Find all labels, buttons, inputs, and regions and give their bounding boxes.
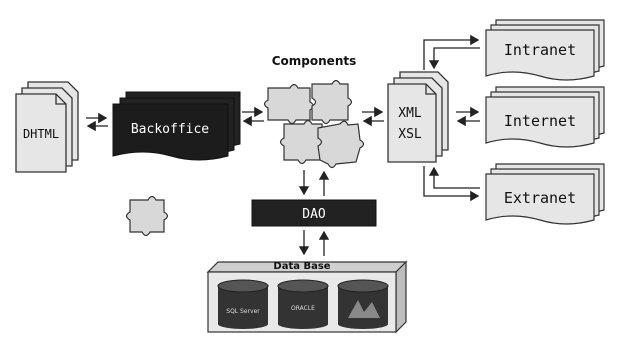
extranet-stack: Extranet: [485, 163, 605, 225]
dhtml-doc-stack: DHTML: [15, 81, 79, 173]
components-label: Components: [272, 54, 357, 68]
dao-bar: DAO: [251, 199, 377, 227]
arrow-intranet-to-xml: [428, 47, 480, 70]
xsl-label: XSL: [398, 127, 422, 142]
dao-label: DAO: [302, 207, 326, 222]
backoffice-label: Backoffice: [131, 122, 209, 137]
xml-xsl-doc-stack: XML XSL: [387, 71, 449, 163]
access-cylinder: [337, 279, 389, 329]
internet-label: Internet: [504, 112, 576, 130]
arrow-extranet-to-xml: [428, 166, 480, 189]
database-label: Data Base: [273, 261, 330, 272]
dhtml-label: DHTML: [23, 127, 59, 141]
sqlserver-cylinder: SQL Server: [217, 279, 269, 329]
puzzle-piece-1: [263, 83, 315, 125]
puzzle-piece-4: [317, 120, 365, 169]
oracle-logo: ORACLE: [291, 305, 315, 312]
sqlserver-logo: SQL Server: [226, 308, 260, 315]
intranet-label: Intranet: [504, 41, 576, 59]
puzzle-piece-2: [311, 79, 353, 125]
puzzle-piece-3: [279, 119, 327, 165]
database-box: Data Base SQL Server ORACLE: [206, 260, 408, 334]
standalone-puzzle-piece: [125, 195, 169, 237]
access-key-icon: [348, 300, 380, 318]
extranet-label: Extranet: [504, 189, 576, 207]
intranet-stack: Intranet: [485, 19, 605, 81]
oracle-cylinder: ORACLE: [277, 279, 329, 329]
components-puzzle: [263, 79, 365, 169]
arrow-xml-to-intranet: [423, 34, 480, 70]
internet-stack: Internet: [485, 86, 605, 148]
arrow-xml-to-extranet: [423, 166, 480, 202]
xml-label: XML: [398, 106, 422, 121]
backoffice-stack: Backoffice: [112, 91, 241, 161]
